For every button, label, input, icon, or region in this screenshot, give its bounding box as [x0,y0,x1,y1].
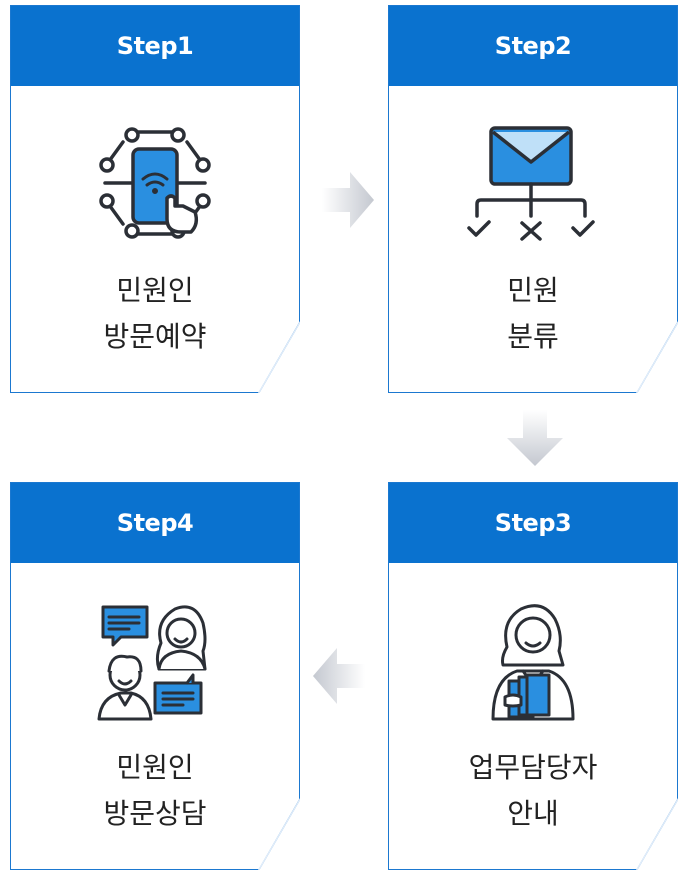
step-label-line2: 분류 [507,320,559,353]
step-label-line1: 업무담당자 [468,751,598,784]
step-label: 업무담당자 안내 [389,745,677,837]
step-title: Step3 [389,483,677,563]
step-label-line2: 안내 [507,797,559,830]
step-label-line2: 방문예약 [103,320,207,353]
step-card-3: Step3 업무담당자 안내 [388,482,678,870]
step-label-line2: 방문상담 [103,797,207,830]
consultation-icon [97,605,207,721]
step-label: 민원인 방문상담 [11,745,299,837]
step-title: Step1 [11,6,299,86]
step-card-1: Step1 민원인 방문예약 [10,5,300,393]
step-label-line1: 민원인 [116,274,194,307]
mail-sort-icon [467,126,595,241]
arrow-down-icon [507,410,563,466]
step-label-line1: 민원인 [116,751,194,784]
page-fold [258,798,300,870]
arrow-left-icon [313,648,365,704]
step-card-2: Step2 민원 분류 [388,5,678,393]
step-label-line1: 민원 [507,274,559,307]
page-fold [258,321,300,393]
step-card-4: Step4 민원인 방문상담 [10,482,300,870]
staff-woman-icon [491,604,575,721]
step-label: 민원인 방문예약 [11,268,299,360]
step-label: 민원 분류 [389,268,677,360]
page-fold [636,321,678,393]
smartphone-network-icon [99,127,211,239]
arrow-right-icon [322,172,374,228]
page-fold [636,798,678,870]
step-title: Step4 [11,483,299,563]
step-title: Step2 [389,6,677,86]
